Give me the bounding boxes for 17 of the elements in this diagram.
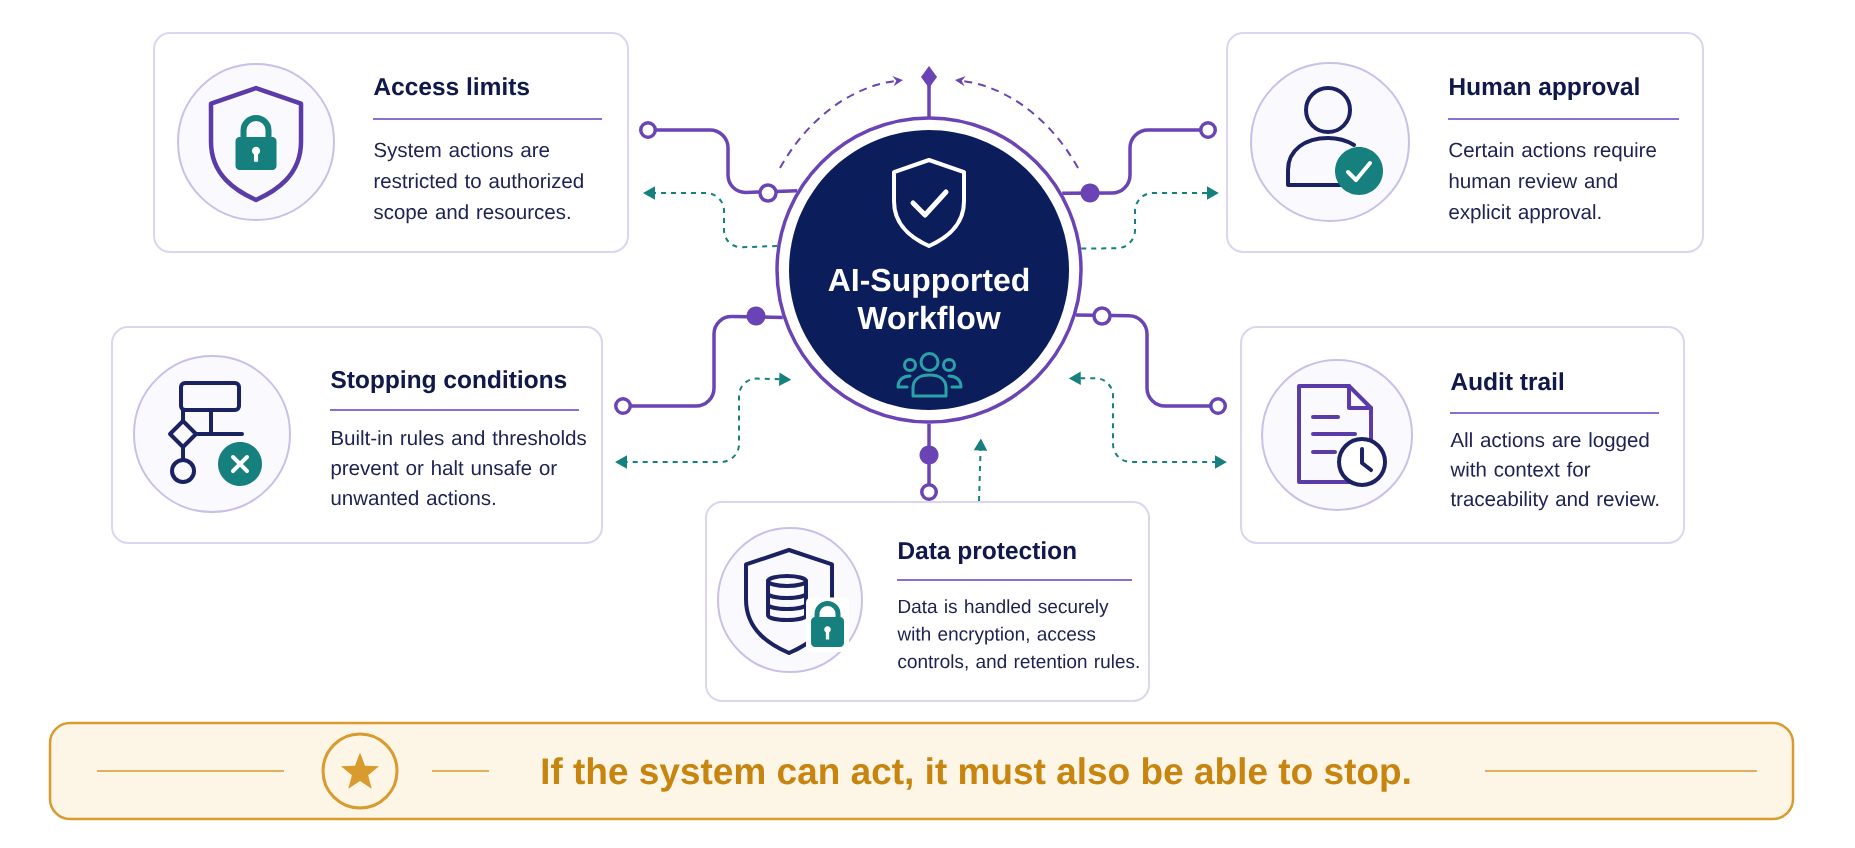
hub-title: AI-Supported Workflow <box>828 267 1029 330</box>
card-text: Data is handled securely with encryption, access controls, and retention rules. <box>897 599 1139 671</box>
card-title: Audit trail <box>1451 372 1563 391</box>
connector-line <box>1076 313 1227 415</box>
card-title: Stopping conditions <box>331 370 567 394</box>
banner-text: If the system can act, it must also be able to stop. <box>542 757 1410 792</box>
connector-line <box>614 314 783 415</box>
connector-line <box>1062 121 1217 195</box>
connector-line <box>920 423 938 501</box>
connector-line <box>639 121 798 195</box>
card-text: All actions are logged with context for traceability and review. <box>1450 432 1659 511</box>
card-text: Built-in rules and thresholds prevent or halt unsafe or unwanted actions. <box>331 430 586 506</box>
card-title: Access limits <box>374 77 529 96</box>
card-title: Data protection <box>899 541 1076 565</box>
card-text: Certain actions require human review and explicit approval. <box>1449 142 1656 224</box>
card-text: System actions are restricted to authorized scope and resources. <box>374 142 583 224</box>
card-title: Human approval <box>1450 77 1639 101</box>
